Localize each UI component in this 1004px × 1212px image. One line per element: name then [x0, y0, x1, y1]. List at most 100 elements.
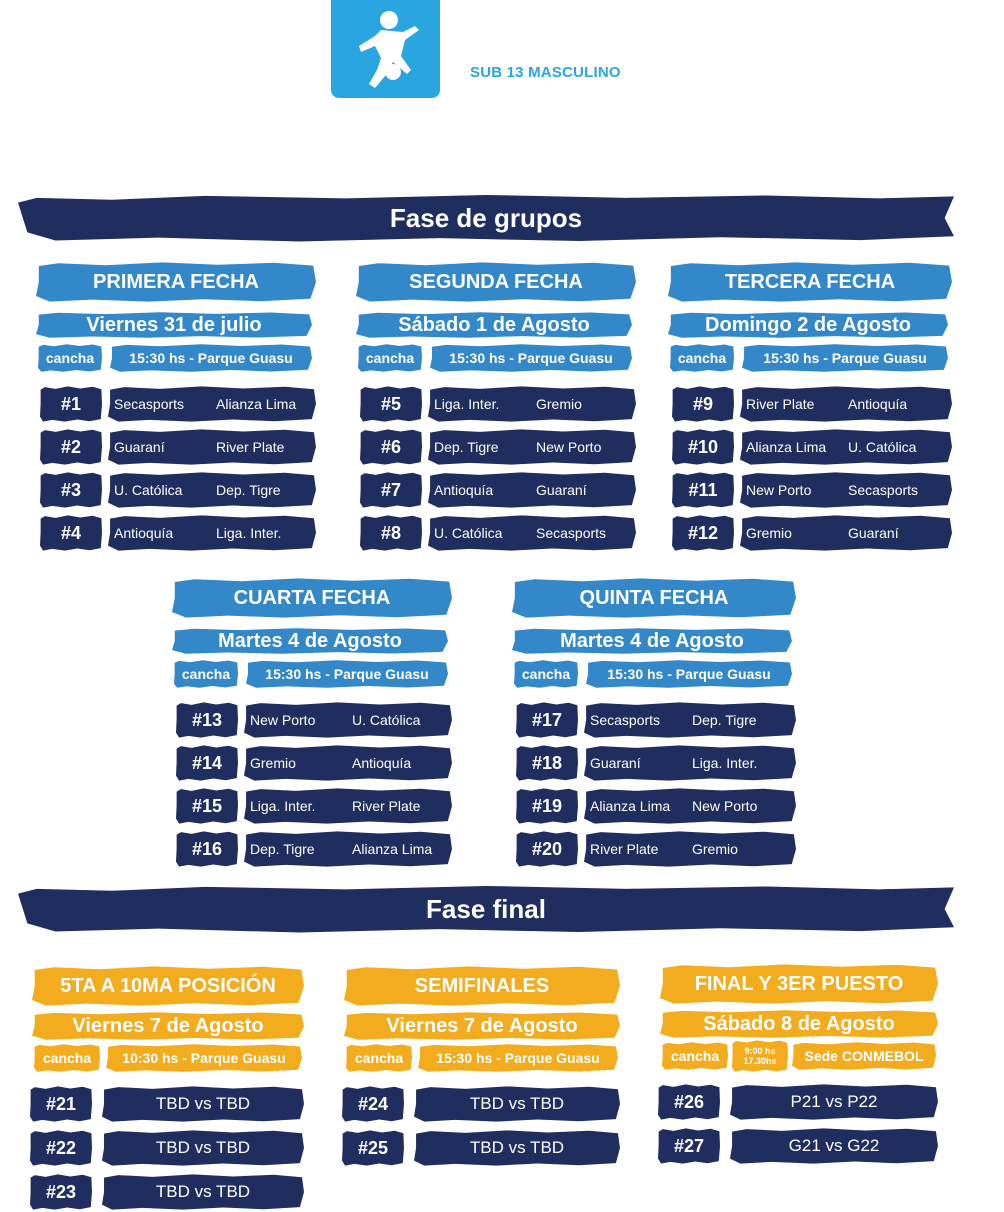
venue-label: 15:30 hs - Parque Guasu — [110, 344, 312, 372]
match-number: #26 — [658, 1084, 720, 1120]
match-number: #12 — [672, 515, 734, 551]
away-team: New Porto — [536, 439, 602, 455]
final-round-date: Viernes 7 de Agosto — [32, 1012, 304, 1040]
match-number-text: #1 — [60, 393, 82, 414]
cancha-label: cancha — [174, 660, 238, 688]
match-number: #4 — [40, 515, 102, 551]
final-round-date: Viernes 7 de Agosto — [344, 1012, 620, 1040]
match-number-text: #19 — [531, 795, 563, 816]
match-row[interactable]: TBD vs TBD — [414, 1130, 620, 1166]
match-number: #2 — [40, 429, 102, 465]
away-team: Liga. Inter. — [692, 755, 758, 771]
match-row[interactable]: Guaraní Liga. Inter. — [584, 745, 796, 781]
group-phase-banner: Fase de grupos — [18, 194, 954, 242]
cancha-label: cancha — [662, 1042, 728, 1070]
match-number-text: #26 — [673, 1091, 705, 1112]
match-number-text: #9 — [692, 393, 714, 414]
cancha-label: cancha — [346, 1044, 412, 1072]
venue-label: 15:30 hs - Parque Guasu — [430, 344, 632, 372]
final-phase-title: Fase final — [426, 893, 546, 924]
round-header: SEGUNDA FECHA — [356, 262, 636, 302]
home-team: Liga. Inter. — [250, 798, 316, 814]
round-header: QUINTA FECHA — [512, 578, 796, 618]
match-number: #20 — [516, 831, 578, 867]
match-number: #23 — [30, 1174, 92, 1210]
match-number-text: #17 — [531, 709, 563, 730]
match-number: #19 — [516, 788, 578, 824]
group-phase-title: Fase de grupos — [389, 202, 583, 233]
match-row[interactable]: G21 vs G22 — [730, 1128, 938, 1164]
match-number: #3 — [40, 472, 102, 508]
final-round-title: 5TA A 10MA POSICIÓN — [60, 974, 276, 997]
match-label: TBD vs TBD — [155, 1182, 251, 1201]
match-row[interactable]: TBD vs TBD — [102, 1174, 304, 1210]
round-date: Viernes 31 de julio — [36, 312, 312, 338]
away-team: U. Católica — [352, 712, 421, 728]
match-row[interactable]: Liga. Inter.Gremio — [428, 386, 636, 422]
match-number: #27 — [658, 1128, 720, 1164]
round-header: PRIMERA FECHA — [36, 262, 316, 302]
match-label: TBD vs TBD — [469, 1094, 565, 1113]
away-team: Liga. Inter. — [216, 525, 282, 541]
away-team: Guaraní — [536, 482, 587, 498]
match-number: #15 — [176, 788, 238, 824]
final-round-title: FINAL Y 3ER PUESTO — [694, 972, 904, 995]
match-number: #11 — [672, 472, 734, 508]
round-header: CUARTA FECHA — [172, 578, 452, 618]
match-number: #1 — [40, 386, 102, 422]
match-number-text: #7 — [380, 479, 402, 500]
round-date-text: Martes 4 de Agosto — [218, 629, 402, 652]
match-number: #17 — [516, 702, 578, 738]
cancha-text: cancha — [354, 1050, 404, 1066]
match-number-text: #11 — [688, 479, 718, 500]
home-team: New Porto — [746, 482, 812, 498]
match-number: #18 — [516, 745, 578, 781]
match-label: TBD vs TBD — [155, 1138, 251, 1157]
cancha-label: cancha — [670, 344, 734, 372]
round-date: Martes 4 de Agosto — [512, 628, 792, 654]
cancha-text: cancha — [181, 666, 231, 682]
cancha-label: cancha — [34, 1044, 100, 1072]
match-number: #14 — [176, 745, 238, 781]
round-date: Martes 4 de Agosto — [172, 628, 448, 654]
match-row[interactable]: TBD vs TBD — [102, 1086, 304, 1122]
home-team: Gremio — [746, 525, 792, 541]
final-round-date-text: Viernes 7 de Agosto — [386, 1014, 578, 1037]
home-team: U. Católica — [434, 525, 503, 541]
round-title: SEGUNDA FECHA — [409, 270, 583, 293]
round-date-text: Domingo 2 de Agosto — [705, 313, 911, 336]
match-number: #7 — [360, 472, 422, 508]
match-number-text: #4 — [60, 522, 82, 543]
home-team: Gremio — [250, 755, 296, 771]
match-row[interactable]: Liga. Inter.River Plate — [244, 788, 452, 824]
match-number-text: #3 — [60, 479, 82, 500]
venue-label: 15:30 hs - Parque Guasu — [418, 1044, 618, 1072]
match-row[interactable]: TBD vs TBD — [414, 1086, 620, 1122]
cancha-label: cancha — [38, 344, 102, 372]
home-team: Guaraní — [590, 755, 641, 771]
match-number: #25 — [342, 1130, 404, 1166]
cancha-label: cancha — [514, 660, 578, 688]
cancha-label: cancha — [358, 344, 422, 372]
match-row[interactable]: TBD vs TBD — [102, 1130, 304, 1166]
match-row[interactable]: P21 vs P22 — [730, 1084, 938, 1120]
match-number-text: #21 — [45, 1093, 77, 1114]
match-label: G21 vs G22 — [788, 1136, 880, 1155]
